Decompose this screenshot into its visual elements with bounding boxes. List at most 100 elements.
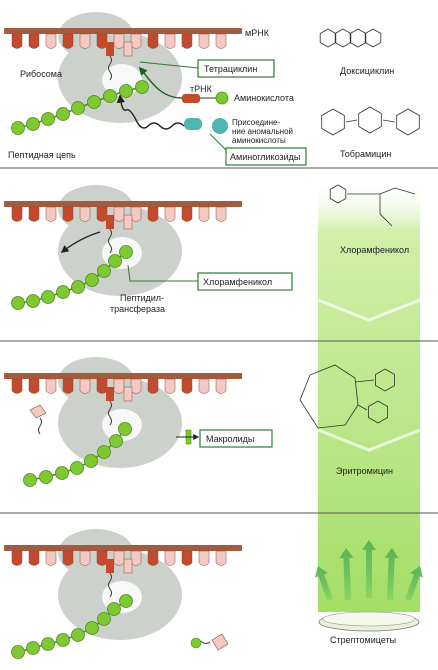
codon	[79, 550, 91, 566]
amino-acid-bead	[56, 285, 70, 299]
amino-acid-bead	[56, 107, 70, 121]
amino-acid-bead	[71, 101, 85, 115]
codon	[198, 378, 210, 394]
codon	[215, 378, 227, 394]
codon	[96, 206, 108, 222]
codon	[215, 206, 227, 222]
trna-label: тРНК	[190, 84, 213, 94]
streptomycetes-label: Стрептомицеты	[330, 635, 396, 645]
sugar-bond	[354, 379, 375, 383]
trna-a-site	[123, 558, 133, 574]
amino-acid-bead	[118, 422, 132, 436]
aminoglycosides-label: Аминогликозиды	[230, 152, 300, 162]
doxycycline-ring	[334, 28, 352, 48]
codon	[164, 206, 176, 222]
amino-acid-bead	[56, 633, 70, 647]
chloramphenicol-pointer	[127, 264, 198, 282]
amino-acid-bead	[85, 273, 99, 287]
codon	[45, 550, 57, 566]
trna-a-site	[123, 41, 133, 57]
amino-acid-bead	[70, 461, 84, 475]
tetracycline-label: Тетрациклин	[204, 64, 257, 74]
codon	[113, 33, 125, 49]
ribosome-small-subunit	[58, 185, 134, 233]
incoming-amino-4	[190, 637, 202, 649]
codon	[45, 33, 57, 49]
codon	[113, 378, 125, 394]
amino-acid-bead	[103, 89, 117, 103]
amino-acid-bead	[97, 612, 111, 626]
amino-acid-bead	[11, 296, 25, 310]
erythromycin-macrocycle	[299, 364, 359, 429]
trna-a-site	[123, 214, 133, 230]
panel-1	[4, 12, 242, 135]
codon	[28, 550, 40, 566]
anomalous-amino-acid	[212, 118, 228, 134]
codon	[130, 33, 142, 49]
erythromycin-name: Эритромицин	[336, 466, 393, 476]
codon	[181, 33, 193, 49]
codon	[215, 550, 227, 566]
codon	[147, 550, 159, 566]
ribosome-label: Рибосома	[20, 69, 62, 79]
ribosome-small-subunit	[58, 529, 134, 577]
trna-linker	[108, 572, 112, 598]
incoming-trna-4	[211, 633, 229, 651]
anomalous-label-2: ние аномальной	[232, 127, 293, 136]
codon	[164, 378, 176, 394]
amino-acid-bead	[41, 290, 55, 304]
mrna-strand	[4, 545, 242, 551]
rising-arrow	[384, 548, 399, 601]
codon	[113, 550, 125, 566]
codon	[147, 378, 159, 394]
doxycycline-name: Доксициклин	[340, 66, 394, 76]
chloramphenicol-label: Хлорамфеникол	[203, 277, 272, 287]
incoming-amino-acid	[215, 91, 229, 105]
exit-arrow	[60, 231, 101, 253]
trna-entry-arrow	[138, 66, 183, 99]
codon	[45, 206, 57, 222]
sugar-bond	[357, 404, 368, 411]
amino-acid-bead	[87, 95, 101, 109]
mrna-strand	[4, 28, 242, 34]
codon	[113, 206, 125, 222]
amino-acid-bead	[26, 117, 40, 131]
codon	[130, 206, 142, 222]
anomalous-trna	[184, 118, 202, 130]
chloramphenicol-backbone	[347, 187, 416, 227]
macrolides-box	[199, 429, 273, 448]
trna-linker	[108, 55, 112, 81]
codon	[28, 33, 40, 49]
codon	[28, 206, 40, 222]
ribosome-small-subunit	[58, 357, 134, 405]
amino-acid-bead	[109, 434, 123, 448]
anomalous-label-3: аминокислоты	[232, 136, 286, 145]
codon	[181, 550, 193, 566]
released-trna	[29, 404, 47, 419]
amino-acid-bead	[85, 621, 99, 635]
codon	[96, 33, 108, 49]
codon	[198, 550, 210, 566]
petri-dish-rim	[322, 611, 416, 627]
tobramycin-name: Тобрамицин	[340, 149, 391, 159]
doxycycline-ring	[319, 28, 337, 48]
ribosome-small-subunit	[58, 12, 134, 60]
glycosidic-bond	[382, 119, 396, 123]
codon	[96, 378, 108, 394]
amino-acid-bead	[11, 121, 25, 135]
aminoglycosides-box	[225, 147, 307, 166]
panel-4	[4, 529, 242, 659]
codon	[11, 206, 23, 222]
released-trna-tail	[38, 417, 42, 435]
tetracycline-box	[197, 59, 275, 78]
amino-acid-bead	[97, 264, 111, 278]
tobramycin-ring	[396, 108, 420, 136]
amino-acid-bead	[39, 470, 53, 484]
mrna-label: мРНК	[245, 28, 270, 38]
panel-2	[4, 185, 242, 310]
amino-acid-bead	[119, 594, 133, 608]
codon	[130, 378, 142, 394]
codon	[11, 378, 23, 394]
